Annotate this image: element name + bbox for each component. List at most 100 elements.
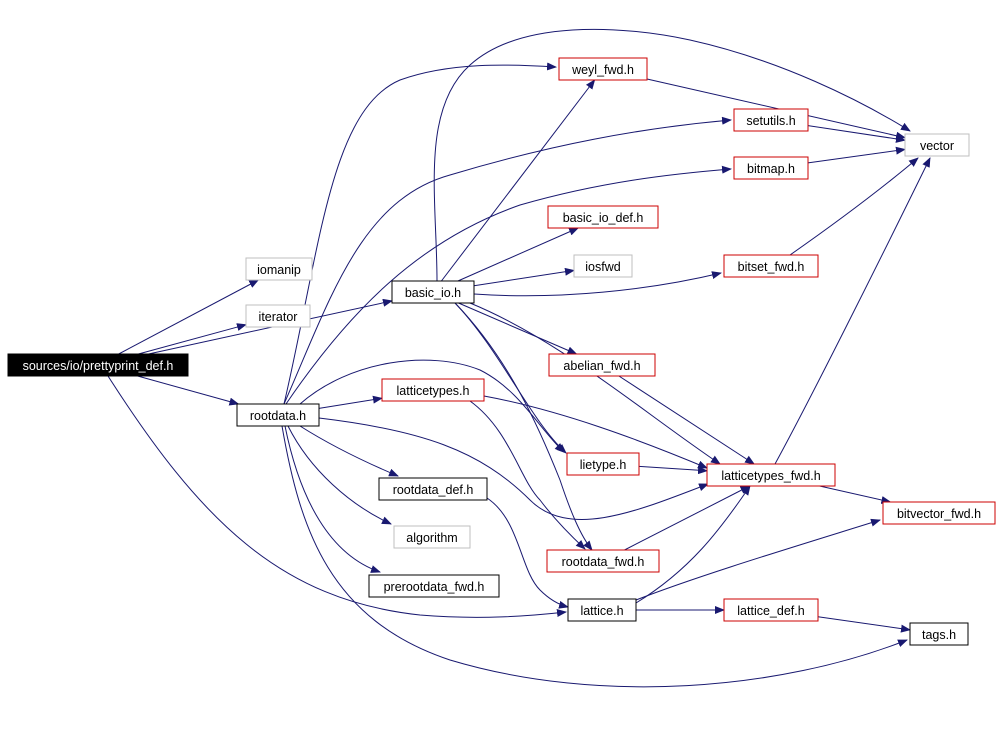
edge-rootdata-to-bitmap [285,165,732,405]
node-box [904,133,970,157]
node-setutils[interactable]: setutils.h [733,108,809,132]
edge-rootdata-to-setutils [283,116,732,405]
nodes: sources/io/prettyprint_def.h iomanip itera… [7,57,996,646]
node-iomanip: iomanip [245,257,313,281]
edge-lattice-to-bitvector-fwd [635,518,881,601]
node-box [393,525,471,549]
edge-rootdata-to-weyl-fwd [283,62,557,405]
node-box [558,57,648,81]
node-bitvector-fwd[interactable]: bitvector_fwd.h [882,501,996,525]
node-label: rootdata_def.h [393,483,474,497]
node-box [368,574,500,598]
node-box [882,501,996,525]
edges [107,28,931,688]
edge-prettyprint-def-to-iomanip [118,279,260,355]
node-iosfwd: iosfwd [573,254,633,278]
edge-rootdata-to-lietype [299,359,565,453]
node-box [909,622,969,646]
node-label: bitset_fwd.h [738,260,805,274]
edge-basic-io-to-weyl-fwd [441,79,596,282]
node-basic-io[interactable]: basic_io.h [391,280,475,304]
node-label: iosfwd [585,260,620,274]
node-rootdata-def[interactable]: rootdata_def.h [378,477,488,501]
edge-lattice-to-latticetypes-fwd [635,485,751,604]
node-box [245,257,313,281]
edge-rootdata-to-latticetypes [318,395,383,409]
edge-latticetypes-to-rootdata-fwd [469,400,586,550]
node-lietype[interactable]: lietype.h [566,452,640,476]
edge-bitset-fwd-to-vector [789,157,919,256]
edge-basic-io-to-rootdata-fwd [454,302,593,551]
node-box [378,477,488,501]
node-label: bitmap.h [747,162,795,176]
edge-latticetypes-fwd-to-vector [774,157,931,465]
node-label: lattice.h [580,604,623,618]
edge-basic-io-to-bitset-fwd [473,271,722,297]
node-box [546,549,660,573]
node-box [573,254,633,278]
node-label: tags.h [922,628,956,642]
edge-rootdata-to-rootdata-def [299,425,399,477]
node-label: prerootdata_fwd.h [384,580,485,594]
node-label: iomanip [257,263,301,277]
node-label: bitvector_fwd.h [897,507,981,521]
edge-rootdata-to-algorithm [287,425,392,525]
node-box [381,378,485,402]
node-rootdata[interactable]: rootdata.h [236,403,320,427]
node-box [547,205,659,229]
node-iterator: iterator [245,304,311,328]
node-label: latticetypes_fwd.h [721,469,820,483]
node-label: latticetypes.h [397,384,470,398]
edge-weyl-fwd-to-vector [646,78,906,140]
node-label: iterator [259,310,298,324]
node-lattice-def[interactable]: lattice_def.h [723,598,819,622]
node-bitmap[interactable]: bitmap.h [733,156,809,180]
node-label: basic_io.h [405,286,461,300]
node-label: rootdata_fwd.h [562,555,645,569]
edge-basic-io-to-abelian-fwd [458,302,578,355]
edge-prettyprint-def-to-lattice [107,375,567,618]
node-basic-io-def[interactable]: basic_io_def.h [547,205,659,229]
node-tags[interactable]: tags.h [909,622,969,646]
node-rootdata-fwd[interactable]: rootdata_fwd.h [546,549,660,573]
node-box [566,452,640,476]
node-label: setutils.h [746,114,795,128]
node-label: lietype.h [580,458,627,472]
edge-rootdata-fwd-to-latticetypes-fwd [624,485,751,551]
node-bitset-fwd[interactable]: bitset_fwd.h [723,254,819,278]
node-box [391,280,475,304]
node-label: basic_io_def.h [563,211,644,225]
edge-abelian-fwd-to-latticetypes-fwd [618,375,755,465]
edge-basic-io-to-vector [433,28,911,282]
edge-basic-io-to-iosfwd [473,267,575,287]
node-vector: vector [904,133,970,157]
node-box [733,156,809,180]
edge-latticetypes-to-latticetypes-fwd [483,395,708,469]
node-box [733,108,809,132]
edge-prettyprint-def-to-rootdata [137,375,240,406]
node-latticetypes[interactable]: latticetypes.h [381,378,485,402]
edge-rootdata-to-prerootdata-fwd [284,425,381,573]
node-latticetypes-fwd[interactable]: latticetypes_fwd.h [706,463,836,487]
node-lattice[interactable]: lattice.h [567,598,637,622]
node-prerootdata-fwd[interactable]: prerootdata_fwd.h [368,574,500,598]
node-label: lattice_def.h [737,604,804,618]
node-weyl-fwd[interactable]: weyl_fwd.h [558,57,648,81]
node-label: vector [920,139,954,153]
node-prettyprint-def[interactable]: sources/io/prettyprint_def.h [7,353,189,377]
edge-basic-io-to-latticetypes-fwd [469,302,721,465]
node-box [567,598,637,622]
edge-rootdata-to-latticetypes-fwd [318,417,709,520]
node-label: abelian_fwd.h [563,359,640,373]
node-box [723,254,819,278]
edge-prettyprint-def-to-iterator [138,323,247,355]
edge-lietype-to-latticetypes-fwd [638,465,708,475]
node-abelian-fwd[interactable]: abelian_fwd.h [548,353,656,377]
edge-lattice-def-to-tags [817,616,911,633]
edge-bitmap-to-vector [807,146,906,164]
node-box [245,304,311,328]
edge-basic-io-to-basic-io-def [457,227,580,282]
node-label: algorithm [406,531,457,545]
edge-latticetypes-fwd-to-bitvector-fwd [819,485,892,504]
